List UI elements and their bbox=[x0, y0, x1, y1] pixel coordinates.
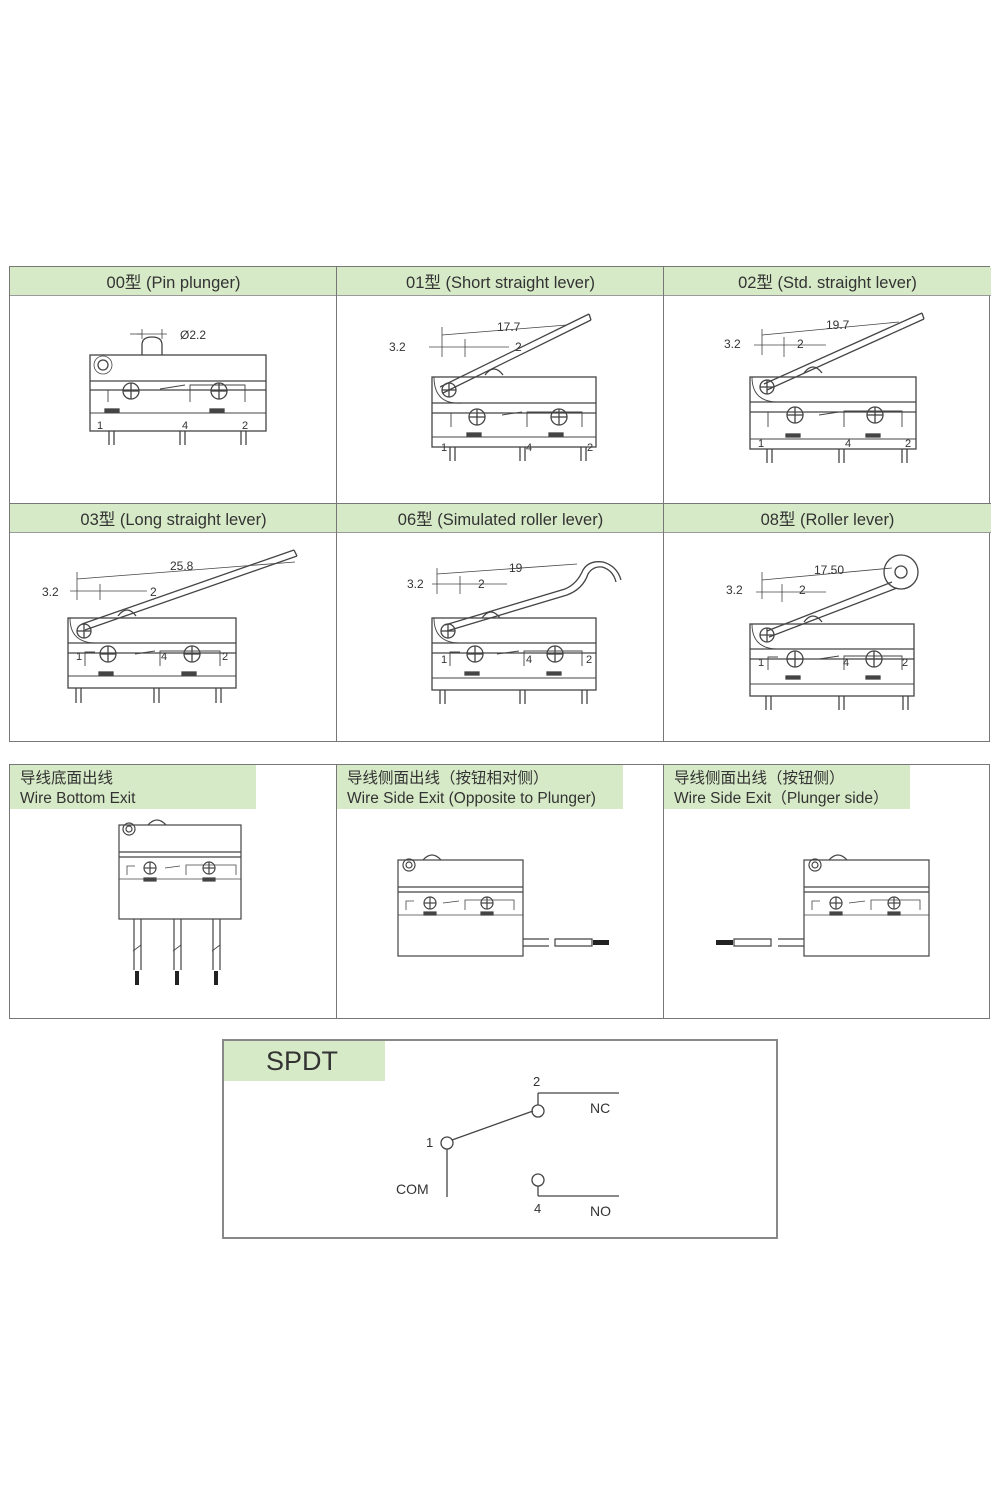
wire-side-exit-plunger-title-cn: 导线侧面出线（按钮侧） bbox=[674, 770, 845, 787]
wire-side-exit-plunger-cell: 导线侧面出线（按钮侧） Wire Side Exit（Plunger side） bbox=[664, 765, 991, 1018]
pin-1-label: 1 bbox=[76, 651, 82, 663]
nc-label: NC bbox=[590, 1100, 610, 1116]
dim-label: Ø2.2 bbox=[180, 328, 206, 342]
spdt-schematic-panel: SPDT 2 NC 1 COM 4 NO bbox=[222, 1039, 778, 1239]
variant-08-title: 08型 (Roller lever) bbox=[664, 504, 991, 533]
variant-06-title: 06型 (Simulated roller lever) bbox=[337, 504, 663, 533]
dim-lever-length: 25.8 bbox=[170, 559, 194, 573]
dim-pivot: 3.2 bbox=[724, 337, 741, 351]
com-pin-number: 1 bbox=[426, 1135, 433, 1150]
no-label: NO bbox=[590, 1203, 611, 1219]
pin-4-label: 4 bbox=[526, 442, 532, 454]
dim-pivot: 3.2 bbox=[389, 340, 406, 354]
variant-08-drawing: 17.50 3.2 2 1 4 2 bbox=[726, 554, 919, 710]
pin-4-label: 4 bbox=[843, 657, 849, 669]
wire-bottom-exit-drawing bbox=[118, 819, 242, 985]
pin-2-label: 2 bbox=[242, 420, 248, 432]
dim-pivot: 3.2 bbox=[726, 583, 743, 597]
variant-01-cell: 01型 (Short straight lever) 17.7 3.2 2 bbox=[337, 267, 664, 504]
wire-side-exit-opposite-header: 导线侧面出线（按钮相对侧） Wire Side Exit (Opposite t… bbox=[337, 765, 623, 809]
dim-lever-length: 17.50 bbox=[814, 563, 844, 577]
pin-2-label: 2 bbox=[905, 438, 911, 450]
spdt-title: SPDT bbox=[224, 1041, 385, 1081]
variant-02-drawing: 19.7 3.2 2 1 4 2 bbox=[724, 312, 925, 463]
pin-4-label: 4 bbox=[182, 420, 188, 432]
spdt-schematic: 2 NC 1 COM 4 NO bbox=[396, 1074, 619, 1219]
wire-side-exit-opposite-title-en: Wire Side Exit (Opposite to Plunger) bbox=[347, 790, 596, 807]
pin-2-label: 2 bbox=[902, 657, 908, 669]
pin-1-label: 1 bbox=[441, 654, 447, 666]
wire-side-exit-plunger-drawing bbox=[716, 854, 930, 957]
dim-lever-length: 17.7 bbox=[497, 320, 521, 334]
pin-2-label: 2 bbox=[586, 654, 592, 666]
variant-03-cell: 03型 (Long straight lever) 25.8 3.2 2 1 bbox=[10, 504, 337, 741]
dim-pivot: 3.2 bbox=[42, 585, 59, 599]
wire-bottom-exit-cell: 导线底面出线 Wire Bottom Exit bbox=[10, 765, 337, 1018]
no-pin-number: 4 bbox=[534, 1201, 541, 1216]
wire-bottom-exit-title-en: Wire Bottom Exit bbox=[20, 790, 136, 807]
com-label: COM bbox=[396, 1181, 429, 1197]
actuator-variant-grid: 00型 (Pin plunger) Ø2.2 1 4 2 bbox=[9, 266, 991, 742]
variant-01-title: 01型 (Short straight lever) bbox=[337, 267, 663, 296]
pin-4-label: 4 bbox=[526, 654, 532, 666]
dim-pivot: 3.2 bbox=[407, 577, 424, 591]
variant-02-cell: 02型 (Std. straight lever) 19.7 3.2 2 1 bbox=[664, 267, 991, 504]
wire-bottom-exit-header: 导线底面出线 Wire Bottom Exit bbox=[10, 765, 256, 809]
wire-side-exit-plunger-header: 导线侧面出线（按钮侧） Wire Side Exit（Plunger side） bbox=[664, 765, 910, 809]
pin-2-label: 2 bbox=[587, 442, 593, 454]
wire-side-exit-plunger-title-en: Wire Side Exit（Plunger side） bbox=[674, 790, 889, 807]
pin-1-label: 1 bbox=[441, 442, 447, 454]
dim-lever-length: 19.7 bbox=[826, 318, 850, 332]
pin-2-label: 2 bbox=[222, 651, 228, 663]
dim-offset: 2 bbox=[799, 583, 806, 597]
variant-08-cell: 08型 (Roller lever) 17.50 3.2 2 1 bbox=[664, 504, 991, 741]
pin-1-label: 1 bbox=[758, 657, 764, 669]
dim-offset: 2 bbox=[797, 337, 804, 351]
wire-side-exit-opposite-cell: 导线侧面出线（按钮相对侧） Wire Side Exit (Opposite t… bbox=[337, 765, 664, 1018]
pin-4-label: 4 bbox=[161, 651, 167, 663]
dim-lever-length: 19 bbox=[509, 561, 523, 575]
variant-03-title: 03型 (Long straight lever) bbox=[10, 504, 336, 533]
variant-00-cell: 00型 (Pin plunger) Ø2.2 1 4 2 bbox=[10, 267, 337, 504]
variant-03-drawing: 25.8 3.2 2 1 4 2 bbox=[42, 549, 298, 703]
variant-06-drawing: 19 3.2 2 1 4 2 bbox=[407, 561, 622, 704]
wire-bottom-exit-title-cn: 导线底面出线 bbox=[20, 770, 114, 787]
variant-02-title: 02型 (Std. straight lever) bbox=[664, 267, 991, 296]
dim-offset: 2 bbox=[150, 585, 157, 599]
pin-1-label: 1 bbox=[97, 420, 103, 432]
wire-side-exit-opposite-title-cn: 导线侧面出线（按钮相对侧） bbox=[347, 770, 549, 787]
variant-06-cell: 06型 (Simulated roller lever) 19 3.2 2 bbox=[337, 504, 664, 741]
dim-offset: 2 bbox=[478, 577, 485, 591]
dim-offset: 2 bbox=[515, 340, 522, 354]
variant-00-drawing: Ø2.2 1 4 2 bbox=[89, 328, 267, 445]
wire-side-exit-opposite-drawing bbox=[397, 854, 609, 957]
variant-00-title: 00型 (Pin plunger) bbox=[10, 267, 336, 296]
pin-1-label: 1 bbox=[758, 438, 764, 450]
variant-01-drawing: 17.7 3.2 2 1 4 2 bbox=[389, 313, 597, 461]
pin-4-label: 4 bbox=[845, 438, 851, 450]
wire-exit-grid: 导线底面出线 Wire Bottom Exit 导线侧面出线（按钮相对侧） Wi… bbox=[9, 764, 990, 1019]
nc-pin-number: 2 bbox=[533, 1074, 540, 1089]
